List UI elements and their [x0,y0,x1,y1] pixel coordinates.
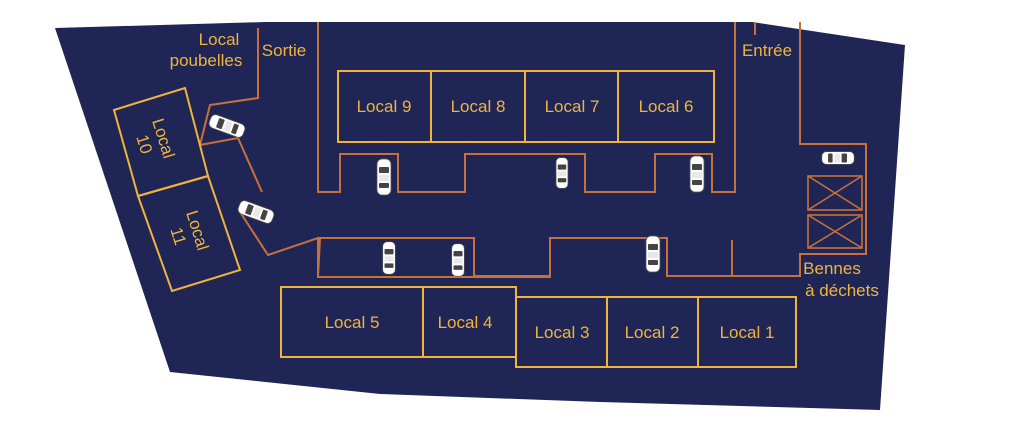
local-1-label: Local 1 [720,323,775,342]
local-7-label: Local 7 [545,97,600,116]
local-4-label: Local 4 [438,313,493,332]
local-6-label: Local 6 [639,97,694,116]
lower-units [280,286,797,368]
entree-label: Entrée [742,41,792,60]
local-6-outline [617,70,715,143]
local-11-outline [136,174,242,293]
driveway-walls [198,22,867,278]
sortie-label: Sortie [262,41,306,60]
local-8-label: Local 8 [451,97,506,116]
local-11-number: 11 [166,225,189,247]
local-2-label: Local 2 [625,323,680,342]
waste-container-icon [807,175,863,249]
car-icon [382,241,396,275]
local-9-label: Local 9 [357,97,412,116]
bennes-label-line1: Bennes [803,259,861,278]
bennes-label-line2: à déchets [805,281,879,300]
car-icon [555,157,569,189]
upper-units [337,70,715,143]
site-area [55,22,905,410]
local-10-number: 10 [132,132,156,156]
local-1-outline [697,296,797,368]
local-5-label: Local 5 [325,313,380,332]
car-icon [821,151,855,165]
car-icon [689,155,705,193]
left-units [112,86,242,293]
car-icon [376,158,392,196]
car-icon [645,235,661,273]
poubelles-label-line1: Local [199,30,240,49]
poubelles-label-line2: poubelles [170,51,243,70]
car-icon [451,243,465,277]
local-3-label: Local 3 [535,323,590,342]
